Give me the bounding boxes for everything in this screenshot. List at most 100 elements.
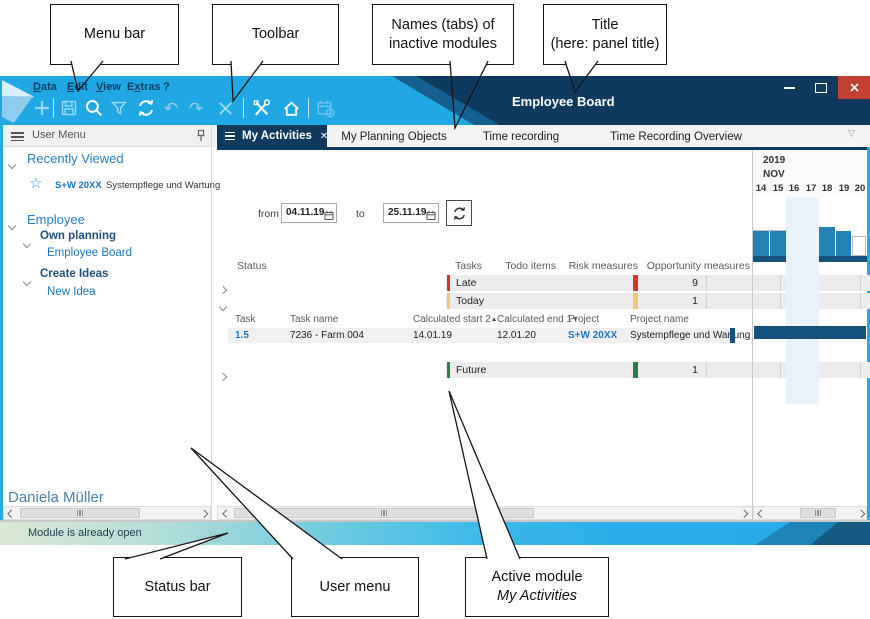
- chevron-down-icon[interactable]: [7, 155, 17, 173]
- minimize-button[interactable]: [778, 80, 800, 96]
- sidebar-header: User Menu: [3, 125, 211, 147]
- app-logo: [2, 78, 36, 123]
- scroll-left-icon[interactable]: [6, 509, 16, 518]
- capacity-baseline: [753, 256, 786, 262]
- col-opportunity-measures[interactable]: Opportunity measures: [646, 260, 750, 272]
- scrollbar-thumb[interactable]: [234, 508, 534, 518]
- main-scrollbar[interactable]: [217, 506, 753, 520]
- scroll-left-icon[interactable]: [756, 509, 766, 518]
- collapse-icon[interactable]: [218, 297, 228, 315]
- tab-close-icon[interactable]: ✕: [319, 130, 329, 142]
- redo-icon[interactable]: ↷: [188, 98, 204, 118]
- active-tab-label: My Activities: [242, 130, 312, 142]
- capacity-bar-empty: [852, 236, 866, 256]
- table-row-today[interactable]: Today 1: [218, 293, 870, 312]
- new-icon[interactable]: [30, 96, 54, 120]
- gantt-task-bar: [754, 326, 866, 339]
- sidebar-item-employee[interactable]: Employee: [27, 212, 85, 227]
- table-row-future[interactable]: Future 1: [218, 362, 870, 382]
- tab-my-planning-objects[interactable]: My Planning Objects: [341, 131, 447, 143]
- subcol-task[interactable]: Task: [235, 314, 256, 325]
- maximize-button[interactable]: [810, 80, 832, 96]
- subcol-project[interactable]: Project: [568, 314, 600, 325]
- tab-my-activities-active[interactable]: My Activities ✕: [217, 125, 329, 147]
- subcol-project-name[interactable]: Project name: [630, 314, 689, 325]
- window-top-band: Data Edit View Extras ? ↶ ↷ Employee Bo: [0, 76, 870, 125]
- recent-project-name[interactable]: Systempflege und Wartung: [106, 180, 221, 191]
- gantt-header: 2019 NOV 14 15 16 17 18 19 20: [753, 150, 867, 197]
- callout-toolbar-label: Toolbar: [251, 26, 300, 43]
- home-icon[interactable]: [279, 96, 303, 120]
- scroll-right-icon[interactable]: [856, 509, 865, 518]
- tab-overflow-icon[interactable]: ▽: [848, 128, 855, 138]
- filter-icon[interactable]: [107, 96, 131, 120]
- status-color-bar: [633, 293, 638, 309]
- table-row-late[interactable]: Late 9: [218, 275, 870, 295]
- tab-time-recording[interactable]: Time recording: [482, 131, 560, 143]
- search-icon[interactable]: [82, 96, 106, 120]
- to-date-input[interactable]: 25.11.19: [383, 203, 439, 223]
- star-icon[interactable]: ☆: [29, 175, 43, 192]
- subcol-task-name[interactable]: Task name: [290, 314, 339, 325]
- window-edge-left: [0, 125, 3, 522]
- subcol-calc-end[interactable]: Calculated end 1▼: [497, 314, 579, 325]
- chevron-down-icon[interactable]: [7, 216, 17, 234]
- window-edge-right: [867, 125, 870, 522]
- chevron-down-icon[interactable]: [22, 234, 32, 252]
- menu-item-data[interactable]: Data: [33, 81, 57, 93]
- window-title: Employee Board: [512, 94, 615, 109]
- status-color-bar: [447, 275, 450, 291]
- menu-item-edit[interactable]: Edit: [67, 81, 88, 93]
- status-color-bar: [447, 293, 450, 309]
- chevron-down-icon[interactable]: [22, 272, 32, 290]
- scrollbar-thumb[interactable]: [800, 508, 836, 518]
- scroll-right-icon[interactable]: [739, 509, 748, 518]
- from-date-input[interactable]: 04.11.19: [281, 203, 337, 223]
- menu-item-view[interactable]: View: [96, 81, 121, 93]
- task-row[interactable]: 1.5 7236 - Farm 004 14.01.19 12.01.20 S+…: [228, 328, 750, 343]
- calendar-icon[interactable]: [426, 208, 436, 226]
- status-message: Module is already open: [28, 527, 142, 539]
- tab-bar: My Planning Objects Time recording Time …: [212, 125, 870, 147]
- user-name: Daniela Müller: [8, 489, 104, 506]
- sidebar-item-recently-viewed[interactable]: Recently Viewed: [27, 151, 124, 166]
- refresh-icon: [453, 206, 465, 220]
- menu-item-help[interactable]: ?: [163, 81, 170, 93]
- sidebar-item-employee-board[interactable]: Employee Board: [47, 247, 133, 259]
- menu-item-extras[interactable]: Extras: [127, 81, 161, 93]
- callout-user-menu: User menu: [291, 557, 419, 617]
- sidebar-menu-icon[interactable]: [11, 132, 24, 142]
- delete-icon[interactable]: [213, 96, 237, 120]
- sidebar-item-own-planning[interactable]: Own planning: [40, 230, 117, 242]
- gantt-scrollbar[interactable]: [753, 506, 867, 520]
- gantt-month: NOV: [763, 169, 785, 180]
- tab-menu-icon[interactable]: [225, 131, 235, 141]
- col-todo-items[interactable]: Todo items: [505, 260, 556, 272]
- subcol-calc-start[interactable]: Calculated start 2▲: [413, 314, 498, 325]
- pin-icon[interactable]: [195, 129, 207, 147]
- calendar-icon[interactable]: [324, 208, 334, 226]
- close-button[interactable]: [838, 76, 870, 99]
- undo-icon[interactable]: ↶: [163, 98, 179, 118]
- refresh-button[interactable]: [446, 200, 472, 226]
- tasks-count: 1: [692, 364, 698, 376]
- callout-inactive-tabs: Names (tabs) of inactive modules: [372, 4, 514, 65]
- recent-project-code[interactable]: S+W 20XX: [55, 180, 102, 191]
- tab-time-recording-overview[interactable]: Time Recording Overview: [610, 131, 742, 143]
- scheduler-icon[interactable]: [313, 96, 337, 120]
- scroll-left-icon[interactable]: [221, 509, 231, 518]
- scroll-right-icon[interactable]: [199, 509, 208, 518]
- tools-icon[interactable]: [249, 96, 273, 120]
- refresh-icon[interactable]: [134, 96, 158, 120]
- scrollbar-thumb[interactable]: [20, 508, 140, 518]
- expand-icon[interactable]: [218, 367, 228, 385]
- col-status[interactable]: Status: [237, 260, 267, 272]
- sidebar-item-create-ideas[interactable]: Create Ideas: [40, 268, 109, 280]
- col-risk-measures[interactable]: Risk measures: [568, 260, 638, 272]
- sort-desc-icon: ▼: [572, 316, 579, 323]
- capacity-bar: [770, 231, 786, 256]
- save-icon[interactable]: [57, 96, 81, 120]
- sidebar-item-new-idea[interactable]: New Idea: [47, 286, 96, 298]
- sidebar-scrollbar[interactable]: [3, 506, 211, 520]
- col-tasks[interactable]: Tasks: [455, 260, 482, 272]
